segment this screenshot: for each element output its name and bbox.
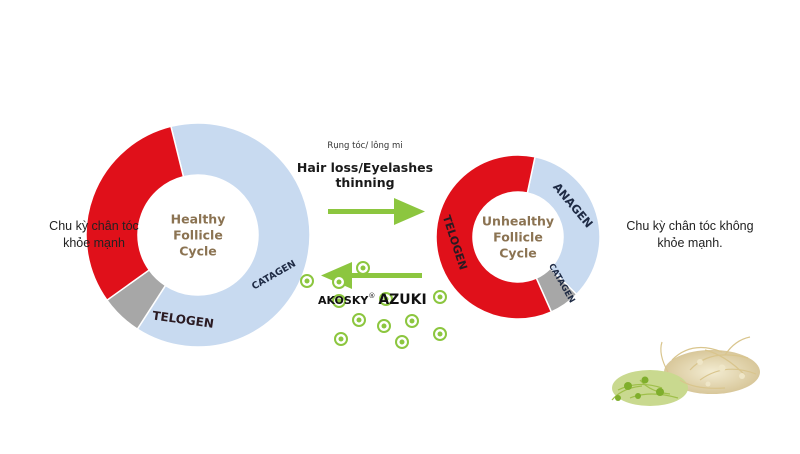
sprout-dot-icon [433, 290, 447, 304]
segment-anagen [136, 122, 311, 348]
healthy-description-line-1: Chu kỳ chân tóc [49, 219, 139, 233]
brand-name: AKOSKY [318, 294, 369, 307]
healthy-cycle-description: Chu kỳ chân tóc khỏe mạnh [28, 218, 160, 252]
sprout-dot-icon [352, 313, 366, 327]
sprout-dots [300, 261, 447, 349]
product-name: AZUKI [378, 292, 427, 308]
hair-loss-caption-en: Hair loss/Eyelashes thinning [290, 160, 440, 190]
forward-arrow-icon [328, 198, 425, 225]
segment-anagen [526, 155, 601, 296]
sprout-dot-icon [379, 292, 393, 306]
hair-loss-caption-vi: Rụng tóc/ lông mi [327, 141, 403, 151]
segment-telogen [85, 125, 185, 302]
hair-loss-caption-line-1: Hair loss/Eyelashes [296, 160, 434, 175]
sprout-dot-icon [332, 275, 346, 289]
healthy-cycle-donut: ANAGENCATAGENTELOGENHealthyFollicleCycle [85, 122, 311, 348]
sprout-dot-icon [395, 335, 409, 349]
healthy-description-line-2: khỏe mạnh [63, 236, 125, 250]
unhealthy-description-line-2: khỏe mạnh. [657, 236, 723, 250]
center-label-line-1: Unhealthy [482, 214, 554, 229]
center-label-line-2: Follicle [173, 228, 223, 243]
center-label-line-3: Cycle [499, 246, 537, 261]
unhealthy-description-line-1: Chu kỳ chân tóc không [626, 219, 754, 233]
center-label-line-2: Follicle [493, 230, 543, 245]
sprout-dot-icon [300, 274, 314, 288]
sprout-dot-icon [433, 327, 447, 341]
hair-loss-caption-line-2: thinning [335, 175, 395, 190]
brand-logo-text: AKOSKY®AZUKI [318, 289, 448, 308]
sprout-dot-icon [377, 319, 391, 333]
registered-mark: ® [368, 291, 376, 300]
sprout-dot-icon [356, 261, 370, 275]
sprout-dot-icon [332, 294, 346, 308]
sprout-dot-icon [334, 332, 348, 346]
center-label-line-3: Cycle [179, 244, 217, 259]
center-label-line-1: Healthy [171, 212, 226, 227]
unhealthy-cycle-description: Chu kỳ chân tóc không khỏe mạnh. [610, 218, 770, 252]
segment-telogen [435, 154, 553, 320]
bean-sprouts-image [611, 336, 760, 406]
sprout-dot-icon [405, 314, 419, 328]
